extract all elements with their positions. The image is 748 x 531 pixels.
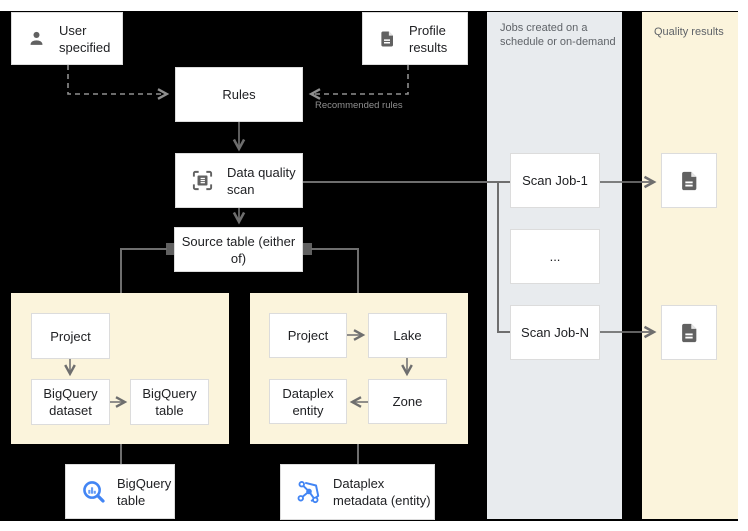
person-icon: [27, 29, 46, 48]
node-data-quality-scan: Data quality scan: [175, 153, 303, 208]
node-lake: Lake: [368, 313, 447, 358]
node-label: Scan Job-N: [521, 325, 589, 340]
node-project-dataplex: Project: [269, 313, 347, 358]
node-project-bigquery: Project: [31, 313, 110, 359]
node-label: Scan Job-1: [522, 173, 588, 188]
node-label: BigQuery dataset: [43, 386, 98, 418]
node-dataplex-metadata: Dataplex metadata (entity): [280, 464, 435, 520]
document-icon: [678, 170, 700, 192]
node-label: User specified: [59, 22, 111, 55]
node-label: Profile results: [409, 22, 448, 55]
node-scan-job-1: Scan Job-1: [510, 153, 600, 208]
node-profile-results: Profile results: [362, 12, 468, 65]
node-label: Project: [287, 328, 329, 343]
node-label: Dataplex entity: [282, 385, 334, 418]
bigquery-magnifier-icon: [81, 479, 107, 505]
node-bigquery-table: BigQuery table: [130, 379, 209, 425]
node-label: Source table (either of): [181, 233, 296, 266]
node-scan-jobs-ellipsis: ...: [510, 229, 600, 284]
recommended-rules-label: Recommended rules: [315, 100, 403, 111]
node-source-table: Source table (either of): [174, 227, 303, 272]
node-scan-job-n: Scan Job-N: [510, 305, 600, 360]
jobs-column-header: Jobs created on a schedule or on-demand: [500, 22, 616, 48]
node-dataplex-entity: Dataplex entity: [269, 379, 347, 424]
node-label: BigQuery table: [117, 475, 172, 508]
node-rules: Rules: [175, 67, 303, 122]
node-quality-result-1: [661, 153, 717, 208]
node-zone: Zone: [368, 379, 447, 424]
node-label: Zone: [392, 394, 423, 409]
node-label: Project: [50, 328, 91, 344]
node-label: Data quality scan: [227, 164, 296, 197]
node-quality-result-n: [661, 305, 717, 360]
node-user-specified: User specified: [11, 12, 123, 65]
quality-column-header: Quality results: [654, 26, 724, 38]
node-label: Dataplex metadata (entity): [333, 476, 431, 508]
document-icon: [378, 30, 396, 48]
node-bigquery-table-target: BigQuery table: [65, 464, 175, 519]
quality-results-column-panel: [642, 12, 738, 519]
diagram-canvas: [0, 11, 738, 521]
node-label: ...: [549, 249, 561, 264]
node-label: BigQuery table: [142, 386, 197, 418]
dataplex-network-icon: [296, 479, 322, 505]
node-label: Rules: [222, 87, 256, 102]
node-label: Lake: [393, 328, 422, 343]
scan-frame-document-icon: [191, 169, 214, 192]
node-bigquery-dataset: BigQuery dataset: [31, 379, 110, 425]
document-icon: [678, 322, 700, 344]
